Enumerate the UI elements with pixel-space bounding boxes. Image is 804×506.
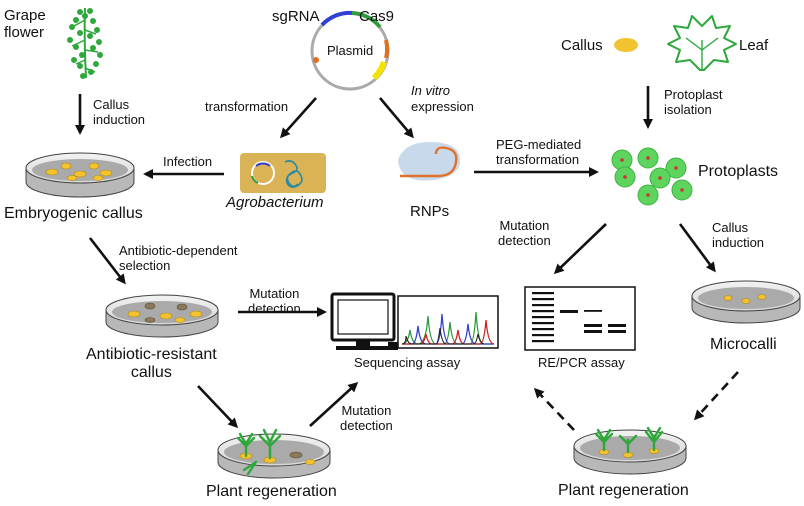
antibiotic-selection-line-1: Antibiotic-dependent bbox=[119, 243, 238, 258]
expression-label: expression bbox=[411, 99, 474, 114]
infection-label: Infection bbox=[163, 154, 213, 169]
transformation-label: transformation bbox=[205, 99, 289, 114]
peg-label-line-2: transformation bbox=[496, 151, 580, 167]
protoplasts-label: Protoplasts bbox=[698, 163, 779, 180]
rnp-icon bbox=[398, 142, 461, 181]
callus-induction-line-2: induction bbox=[93, 111, 146, 127]
protoplast-isolation-label: Protoplast isolation bbox=[664, 87, 723, 118]
plasmid-icon bbox=[310, 10, 390, 91]
mutation-detection-center-line-2: detection bbox=[248, 300, 301, 316]
grape-flower-label-line-2: flower bbox=[4, 24, 45, 42]
microcalli-label: Microcalli bbox=[710, 336, 777, 353]
peg-label-line-1: PEG-mediated bbox=[496, 137, 582, 152]
antibiotic-resistant-line-1: Antibiotic-resistant bbox=[86, 346, 217, 363]
petri-dish-icon bbox=[25, 152, 135, 198]
grape-flower-icon bbox=[67, 7, 103, 79]
protoplast-icon bbox=[611, 147, 693, 206]
grape-leaf-icon bbox=[667, 15, 737, 71]
petri-dish-icon bbox=[105, 294, 219, 338]
leaf-label: Leaf bbox=[739, 37, 769, 54]
callus-induction-label-1: Callus induction bbox=[93, 97, 146, 128]
callus-icon bbox=[614, 38, 638, 52]
mutation-detection-right-line-1: Mutation bbox=[499, 218, 550, 233]
callus-induction-line-1: Callus bbox=[93, 97, 130, 112]
mutation-detection-right-line-2: detection bbox=[498, 232, 551, 248]
plant-regeneration-label-left: Plant regeneration bbox=[206, 483, 337, 500]
antibiotic-resistant-line-2: callus bbox=[130, 364, 172, 382]
antibiotic-resistant-label: Antibiotic-resistant callus bbox=[86, 346, 217, 383]
agrobacterium-icon bbox=[240, 153, 326, 193]
plasmid-label: Plasmid bbox=[327, 43, 374, 58]
agrobacterium-label: Agrobacterium bbox=[226, 194, 324, 211]
antibiotic-selection-line-2: selection bbox=[119, 257, 171, 273]
cas9-label: Cas9 bbox=[359, 8, 395, 25]
antibiotic-selection-label: Antibiotic-dependent selection bbox=[119, 243, 238, 274]
protoplast-isolation-line-1: Protoplast bbox=[664, 87, 723, 102]
grape-flower-label: Grape flower bbox=[4, 7, 46, 42]
callus-induction-label-2: Callus induction bbox=[712, 220, 765, 251]
mutation-detection-bottom-line-1: Mutation bbox=[341, 403, 392, 418]
mutation-detection-center-line-1: Mutation bbox=[249, 286, 300, 301]
rnps-label: RNPs bbox=[410, 203, 450, 220]
plantlet-icon bbox=[236, 426, 664, 476]
mutation-detection-bottom-line-2: detection bbox=[340, 417, 393, 433]
sgrna-label: sgRNA bbox=[272, 8, 320, 25]
flow-arrows bbox=[75, 86, 739, 431]
callus-legend-label: Callus bbox=[561, 37, 603, 54]
sequencing-assay-label: Sequencing assay bbox=[354, 355, 461, 370]
petri-dish-icon bbox=[573, 429, 687, 475]
chromatogram-icon bbox=[397, 295, 499, 349]
mutation-detection-label-center: Mutation detection bbox=[248, 286, 301, 317]
re-pcr-assay-label: RE/PCR assay bbox=[538, 355, 625, 370]
plant-regeneration-label-right: Plant regeneration bbox=[558, 482, 689, 499]
callus-induction-2-line-2: induction bbox=[712, 234, 765, 250]
mutation-detection-label-bottom: Mutation detection bbox=[340, 403, 393, 434]
callus-induction-2-line-1: Callus bbox=[712, 220, 749, 235]
embryogenic-callus-label: Embryogenic callus bbox=[4, 205, 143, 222]
peg-label: PEG-mediated transformation bbox=[496, 137, 582, 168]
petri-dish-icon bbox=[691, 280, 801, 324]
protoplast-isolation-line-2: isolation bbox=[664, 101, 712, 117]
grape-flower-label-line-1: Grape bbox=[4, 7, 46, 24]
mutation-detection-label-right: Mutation detection bbox=[498, 218, 551, 249]
gel-icon bbox=[524, 286, 636, 351]
computer-icon bbox=[330, 292, 398, 350]
in-vitro-label: In vitro bbox=[411, 83, 451, 98]
